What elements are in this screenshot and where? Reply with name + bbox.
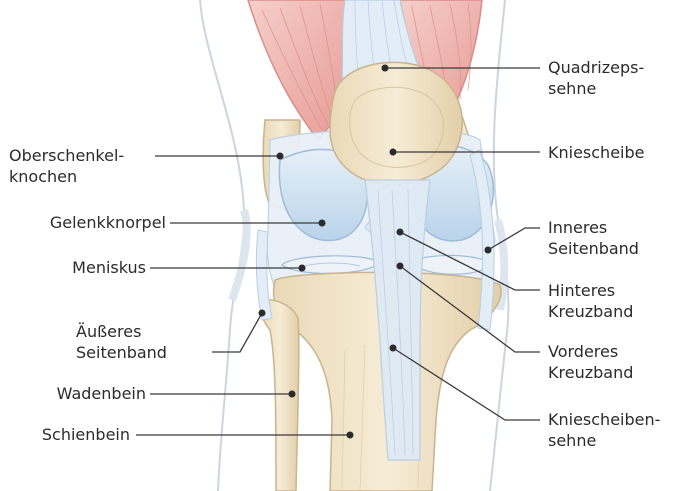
label-kniescheibensehne: Kniescheiben- sehne (548, 409, 660, 451)
label-line: Kniescheiben- (548, 409, 660, 430)
label-hinteres-kreuzband: Hinteres Kreuzband (548, 280, 633, 322)
label-line: Kreuzband (548, 301, 633, 322)
leg-outline (200, 0, 244, 491)
label-aeusseres-seitenband: Äußeres Seitenband (76, 321, 167, 363)
label-wadenbein: Wadenbein (30, 383, 146, 404)
label-line: Quadrizeps- (548, 57, 644, 78)
label-line: Oberschenkel- (9, 145, 124, 166)
label-oberschenkelknochen: Oberschenkel- knochen (9, 145, 124, 187)
label-gelenkknorpel: Gelenkknorpel (28, 212, 166, 233)
label-line: Seitenband (76, 342, 167, 363)
label-line: sehne (548, 78, 644, 99)
label-line: Schienbein (18, 424, 130, 445)
label-line: Kreuzband (548, 362, 633, 383)
label-quadrizepssehne: Quadrizeps- sehne (548, 57, 644, 99)
label-line: Inneres (548, 217, 639, 238)
label-line: Seitenband (548, 238, 639, 259)
label-meniskus: Meniskus (50, 257, 146, 278)
label-kniescheibe: Kniescheibe (548, 142, 644, 163)
label-vorderes-kreuzband: Vorderes Kreuzband (548, 341, 633, 383)
label-schienbein: Schienbein (18, 424, 130, 445)
label-line: knochen (9, 166, 124, 187)
label-line: Gelenkknorpel (28, 212, 166, 233)
label-line: Hinteres (548, 280, 633, 301)
label-line: Meniskus (50, 257, 146, 278)
label-line: Vorderes (548, 341, 633, 362)
label-inneres-seitenband: Inneres Seitenband (548, 217, 639, 259)
label-line: Äußeres (76, 321, 167, 342)
label-line: Kniescheibe (548, 142, 644, 163)
label-line: sehne (548, 430, 660, 451)
label-line: Wadenbein (30, 383, 146, 404)
